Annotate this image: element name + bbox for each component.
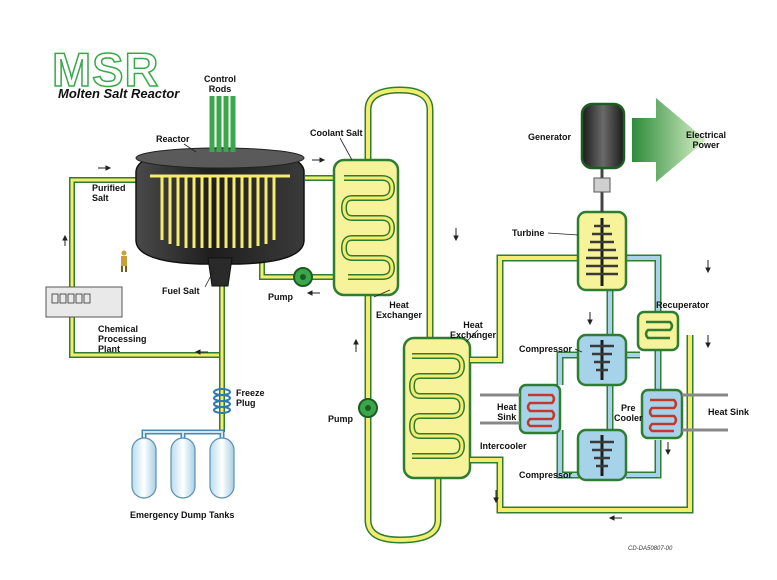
label-compressor-top: Compressor [519, 344, 573, 354]
leader-lines [183, 137, 583, 353]
label-emergency-dump-tanks: Emergency Dump Tanks [130, 510, 235, 520]
label-intercooler: Intercooler [480, 441, 527, 451]
emergency-dump-tanks [131, 437, 235, 499]
label-turbine: Turbine [512, 228, 545, 238]
flow-arrows [62, 157, 711, 521]
label-reactor: Reactor [156, 134, 190, 144]
label-coolant-salt: Coolant Salt [310, 128, 363, 138]
logo-acronym: MSR [51, 43, 160, 96]
logo-title: Molten Salt Reactor [58, 86, 180, 101]
recuperator [636, 310, 680, 352]
label-heat-sink-right: Heat Sink [708, 407, 750, 417]
heat-sink-pipes [480, 393, 728, 432]
electrical-power-arrow [632, 98, 706, 182]
label-compressor-bottom: Compressor [519, 470, 573, 480]
control-rods [209, 96, 236, 152]
figure-code: CD-DA50807-00 [628, 546, 673, 552]
generator [580, 102, 626, 212]
reactor-vessel [135, 147, 305, 287]
chemical-processing-plant [45, 286, 123, 318]
turbine [576, 210, 628, 292]
label-generator: Generator [528, 132, 572, 142]
primary-heat-exchanger [332, 158, 400, 297]
person-scale-icon [121, 250, 127, 272]
label-recuperator: Recuperator [656, 300, 710, 310]
label-pump-primary: Pump [268, 292, 294, 302]
pre-cooler [640, 388, 684, 440]
intercooler [518, 383, 562, 435]
compressor-bottom [576, 428, 628, 482]
label-pump-secondary: Pump [328, 414, 354, 424]
compressor-top [576, 333, 628, 387]
freeze-plug [213, 388, 231, 414]
secondary-heat-exchanger [402, 336, 472, 480]
label-fuel-salt: Fuel Salt [162, 286, 200, 296]
